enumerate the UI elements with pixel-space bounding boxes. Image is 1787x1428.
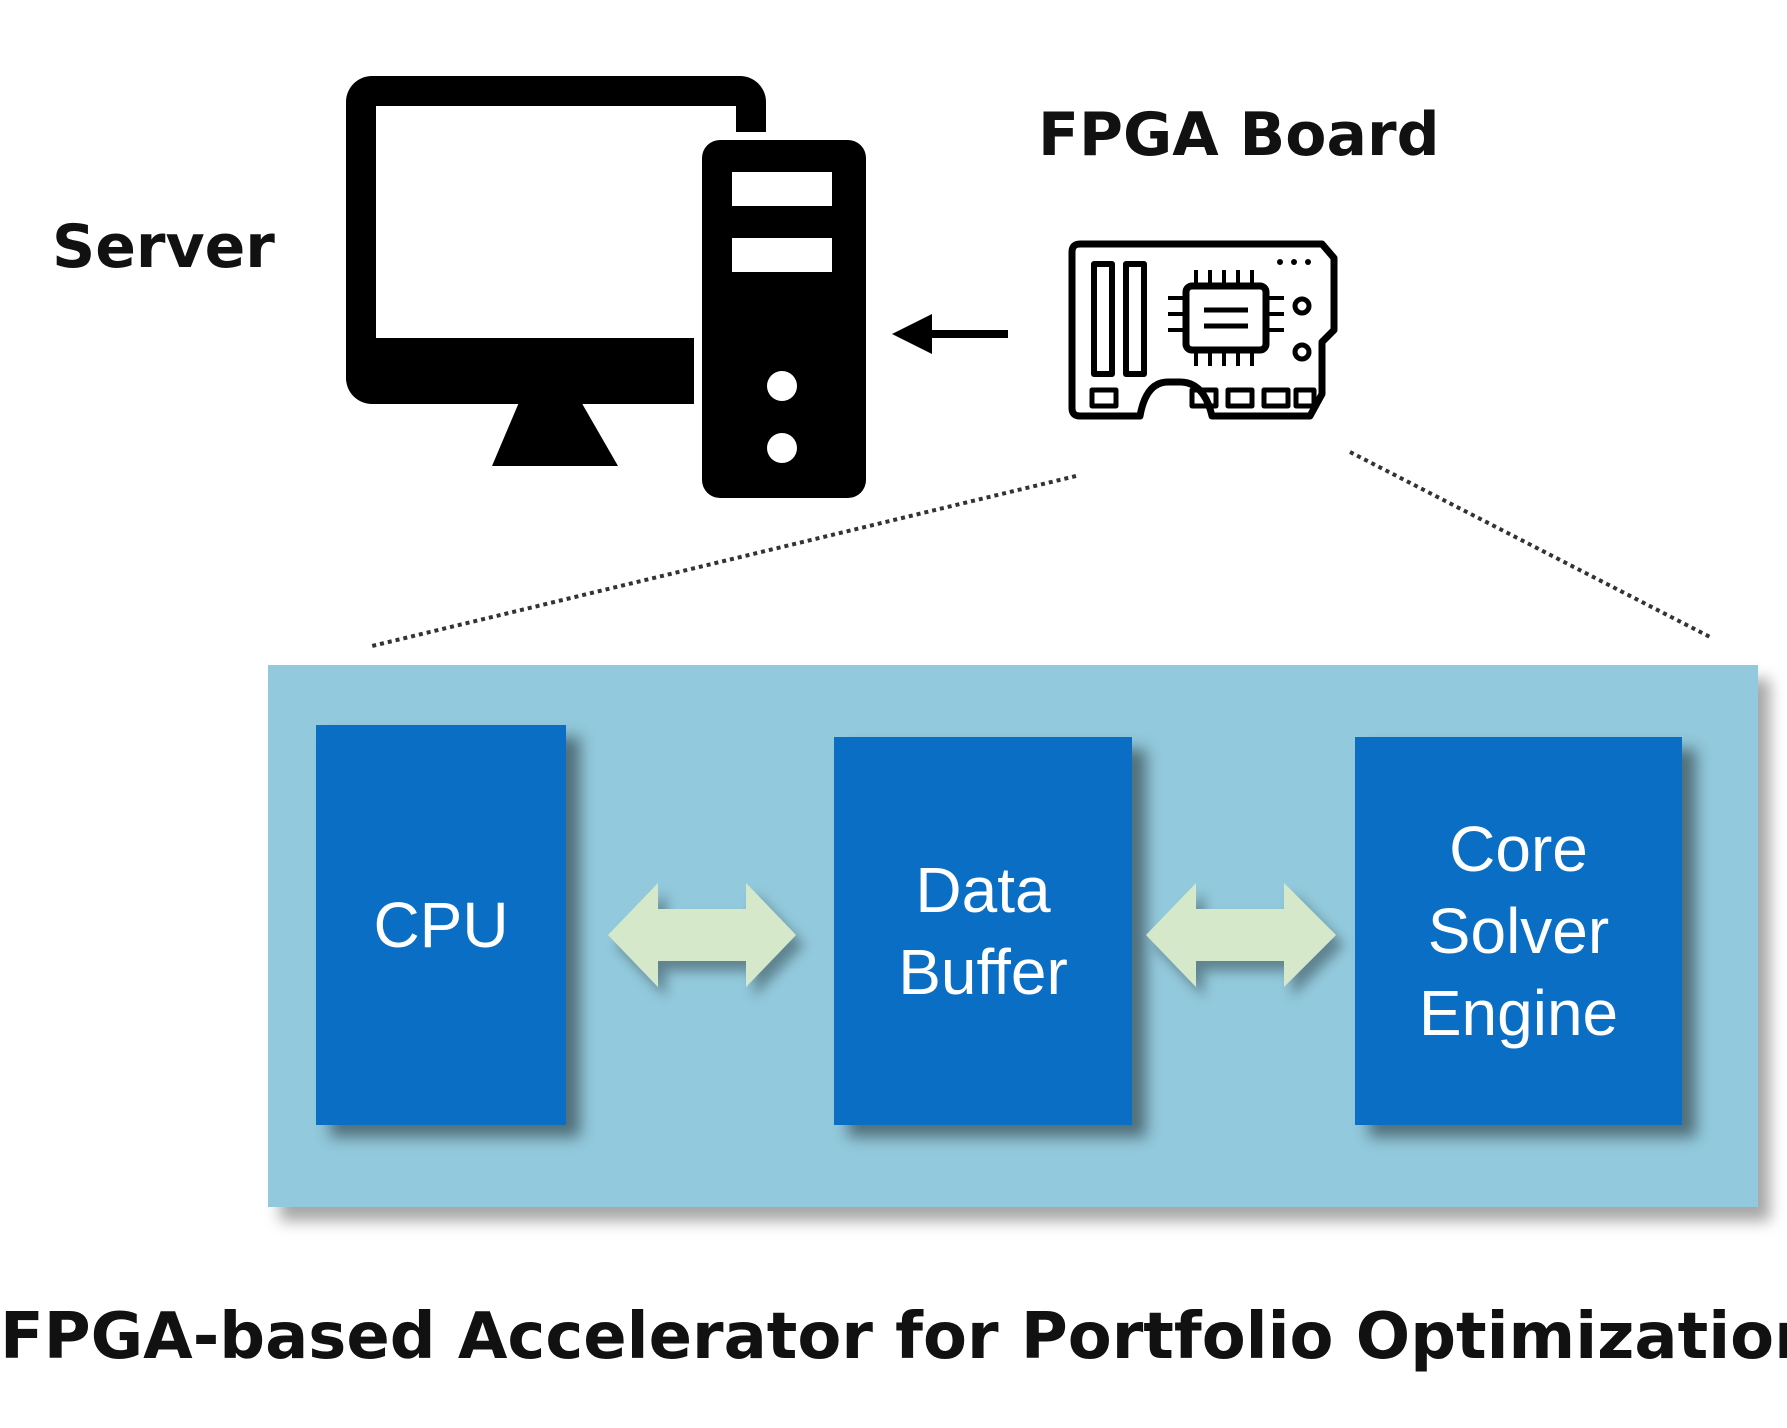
- buffer-solver-double-arrow-icon: [1146, 883, 1336, 987]
- server-label: Server: [52, 212, 275, 282]
- data-buffer-label-line-2: Buffer: [898, 936, 1068, 1008]
- cpu-block: CPU: [316, 725, 566, 1125]
- accelerator-panel: CPU Data Buffer Core Solver Engine: [268, 665, 1758, 1207]
- fpga-board-label: FPGA Board: [1038, 100, 1440, 170]
- connector-arrows: [608, 883, 1336, 987]
- core-solver-engine-block: Core Solver Engine: [1355, 737, 1682, 1125]
- zoom-line-left: [371, 474, 1077, 648]
- data-buffer-label-line-1: Data: [915, 854, 1051, 926]
- cpu-label: CPU: [373, 889, 509, 961]
- data-buffer-block: Data Buffer: [834, 737, 1132, 1125]
- zoom-line-right: [1349, 450, 1713, 640]
- desktop-computer-icon: [346, 76, 874, 506]
- arrow-to-server-icon: [892, 314, 1008, 354]
- diagram-caption: FPGA-based Accelerator for Portfolio Opt…: [0, 1300, 1787, 1374]
- core-solver-label-line-2: Solver: [1427, 895, 1610, 967]
- cpu-buffer-double-arrow-icon: [608, 883, 796, 987]
- core-solver-label-line-3: Engine: [1418, 977, 1619, 1049]
- core-solver-label-line-1: Core: [1449, 813, 1588, 885]
- fpga-board-icon: [1068, 240, 1338, 420]
